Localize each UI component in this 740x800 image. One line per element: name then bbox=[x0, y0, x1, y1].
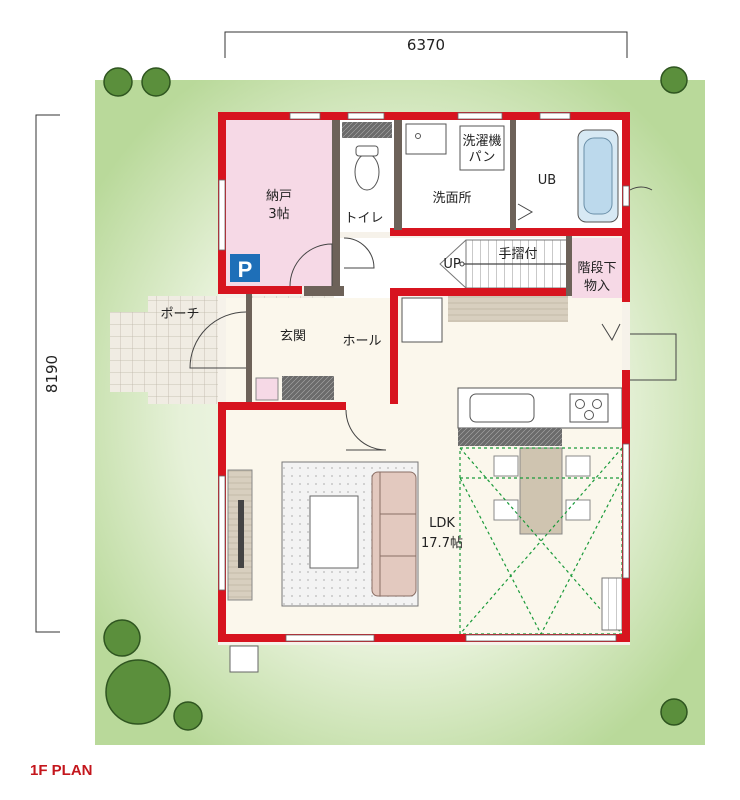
windows bbox=[218, 112, 630, 642]
entrance-planter bbox=[255, 377, 279, 401]
sofa-cushions bbox=[379, 472, 416, 596]
bathtub-inner bbox=[583, 137, 613, 215]
cooktop bbox=[569, 393, 609, 423]
nando-size: 3帖 bbox=[268, 207, 289, 222]
toilet-tank bbox=[355, 145, 379, 157]
width-dimension bbox=[224, 31, 628, 58]
chair-3 bbox=[565, 455, 591, 477]
burner-1 bbox=[575, 399, 585, 409]
ub-label: UB bbox=[538, 173, 556, 188]
sofa bbox=[371, 471, 417, 597]
washer-label-2: パン bbox=[469, 150, 496, 165]
dining-table bbox=[519, 447, 563, 535]
genkan-label: 玄関 bbox=[280, 329, 306, 344]
depth-dimension-label: 8190 bbox=[43, 355, 61, 393]
shoe-cabinet bbox=[282, 376, 334, 400]
kitchen-base bbox=[458, 428, 562, 446]
stair-landing bbox=[448, 296, 568, 322]
washbasin bbox=[405, 123, 447, 155]
handrail-label: 手摺付 bbox=[498, 247, 537, 262]
width-dimension-label: 6370 bbox=[407, 36, 445, 54]
porch-label: ポーチ bbox=[160, 307, 199, 322]
toilet-label: トイレ bbox=[344, 211, 383, 226]
fridge-area bbox=[401, 297, 443, 343]
plan-caption: 1F PLAN bbox=[30, 762, 93, 779]
ldk-step bbox=[601, 577, 623, 631]
washer-pan bbox=[459, 125, 505, 171]
coffee-table bbox=[309, 495, 359, 569]
parking-mark: P bbox=[238, 257, 253, 282]
chair-4 bbox=[565, 499, 591, 521]
senmenjo-label: 洗面所 bbox=[432, 191, 471, 206]
stair-winder bbox=[439, 239, 467, 289]
tv bbox=[238, 500, 244, 568]
depth-dimension bbox=[35, 114, 60, 633]
burner-3 bbox=[584, 410, 594, 420]
chair-1 bbox=[493, 455, 519, 477]
ldk-label: LDK bbox=[429, 516, 455, 531]
ldk-size: 17.7帖 bbox=[421, 536, 463, 551]
stair-storage-label-2: 物入 bbox=[584, 279, 610, 294]
porch-floor bbox=[110, 312, 150, 392]
burner-2 bbox=[592, 399, 602, 409]
stair-storage-floor bbox=[572, 238, 622, 300]
hall-label: ホール bbox=[342, 334, 381, 349]
washbasin-drain bbox=[415, 133, 421, 139]
trees bbox=[103, 66, 688, 731]
stair-storage-label-1: 階段下 bbox=[577, 261, 616, 276]
interior-walls bbox=[246, 120, 572, 402]
toilet-shelf bbox=[342, 122, 392, 138]
chair-2 bbox=[493, 499, 519, 521]
kitchen-sink bbox=[469, 393, 535, 423]
doors bbox=[189, 186, 677, 451]
outdoor-unit bbox=[229, 645, 259, 673]
toilet-bowl bbox=[354, 153, 380, 191]
stair-up-label: UP bbox=[443, 257, 461, 272]
handrail-end bbox=[459, 261, 465, 267]
washer-label-1: 洗濯機 bbox=[462, 134, 501, 149]
parking-sign bbox=[230, 254, 260, 282]
nando-label: 納戸 bbox=[266, 189, 292, 204]
